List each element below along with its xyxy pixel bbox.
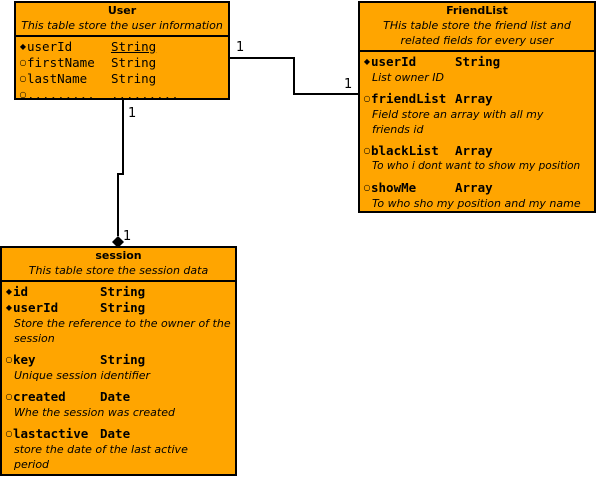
field-name: userId — [13, 300, 59, 315]
user-field-more: ○.................. — [19, 87, 225, 103]
field-type: Array — [455, 180, 493, 195]
session-field-lastactive: ○lastactive Date — [5, 426, 232, 442]
session-field-userid: ◆userId String — [5, 300, 232, 316]
field-type: String — [100, 284, 146, 299]
attribute-icon: ○ — [19, 74, 27, 83]
attribute-icon: ○ — [5, 355, 13, 364]
session-entity[interactable]: session This table store the session dat… — [0, 246, 237, 476]
user-session-link — [117, 99, 124, 236]
field-type: String — [111, 39, 157, 54]
session-field-created: ○created Date — [5, 389, 232, 405]
session-field-key-description: Unique session identifier — [14, 369, 151, 382]
user-field-lastname: ○lastName String — [19, 71, 225, 87]
multiplicity-user-session-session-end: 1 — [123, 229, 132, 244]
multiplicity-user-session-user-end: 1 — [128, 106, 137, 121]
composition-diamond — [112, 236, 124, 248]
session-entity-header: session This table store the session dat… — [2, 248, 235, 282]
field-name: lastName — [27, 71, 88, 86]
field-name: blackList — [371, 143, 439, 158]
friendlist-entity[interactable]: FriendList THis table store the friend l… — [358, 1, 596, 213]
attribute-icon: ○ — [19, 90, 27, 99]
field-type: String — [111, 71, 157, 86]
field-type: String — [100, 352, 146, 367]
friendlist-field-friendlist-description: Field store an array with all my friends… — [372, 108, 544, 136]
friendlist-field-friendlist: ○friendList Array — [363, 91, 591, 107]
attribute-icon: ○ — [363, 183, 371, 192]
friendlist-entity-header: FriendList THis table store the friend l… — [360, 3, 594, 52]
attribute-icon: ○ — [363, 146, 371, 155]
primary-key-icon: ◆ — [363, 57, 371, 66]
friendlist-field-blacklist-description: To who i dont want to show my position — [372, 160, 581, 172]
attribute-icon: ○ — [19, 58, 27, 67]
friendlist-field-blacklist: ○blackList Array — [363, 143, 591, 159]
field-name: ......... — [27, 87, 95, 102]
session-entity-title: session — [95, 249, 142, 262]
attribute-icon: ○ — [363, 94, 371, 103]
field-name: created — [13, 389, 66, 404]
session-entity-description: This table store the session data — [28, 264, 209, 277]
friendlist-field-userid: ◆userId String — [363, 54, 591, 70]
field-type: Array — [455, 91, 493, 106]
field-type: String — [100, 300, 146, 315]
friendlist-field-showme: ○showMe Array — [363, 180, 591, 196]
user-friendlist-link — [230, 57, 358, 95]
primary-key-icon: ◆ — [19, 42, 27, 51]
user-entity-title: User — [107, 4, 137, 17]
field-type: String — [111, 55, 157, 70]
multiplicity-user-friendlist-friendlist-end: 1 — [344, 77, 353, 92]
session-field-id: ◆id String — [5, 284, 232, 300]
multiplicity-user-friendlist-user-end: 1 — [236, 40, 245, 55]
foreign-key-icon: ◆ — [5, 303, 13, 312]
field-name: id — [13, 284, 29, 299]
friendlist-field-userid-description: List owner ID — [372, 71, 444, 84]
session-field-lastactive-description: store the date of the last active period — [14, 443, 188, 471]
field-type: Date — [100, 389, 131, 404]
attribute-icon: ○ — [5, 429, 13, 438]
field-type: String — [455, 54, 501, 69]
session-field-key: ○key String — [5, 352, 232, 368]
primary-key-icon: ◆ — [5, 287, 13, 296]
field-type: Array — [455, 143, 493, 158]
field-name: key — [13, 352, 36, 367]
user-entity-description: This table store the user information — [21, 19, 223, 32]
field-name: firstName — [27, 55, 95, 70]
friendlist-entity-title: FriendList — [446, 4, 508, 17]
field-name: userId — [371, 54, 417, 69]
field-name: lastactive — [13, 426, 89, 441]
field-type: Date — [100, 426, 131, 441]
user-field-userid: ◆userId String — [19, 39, 225, 55]
user-field-firstname: ○firstName String — [19, 55, 225, 71]
field-name: friendList — [371, 91, 447, 106]
field-type: ......... — [111, 87, 179, 102]
friendlist-field-showme-description: To who sho my position and my name — [372, 197, 581, 210]
session-field-created-description: Whe the session was created — [14, 406, 175, 419]
user-entity[interactable]: User This table store the user informati… — [14, 1, 230, 102]
session-field-userid-description: Store the reference to the owner of the … — [14, 317, 231, 345]
friendlist-entity-description: THis table store the friend list and rel… — [383, 19, 571, 47]
attribute-icon: ○ — [5, 392, 13, 401]
user-entity-header: User This table store the user informati… — [16, 3, 228, 37]
field-name: userId — [27, 39, 73, 54]
field-name: showMe — [371, 180, 417, 195]
